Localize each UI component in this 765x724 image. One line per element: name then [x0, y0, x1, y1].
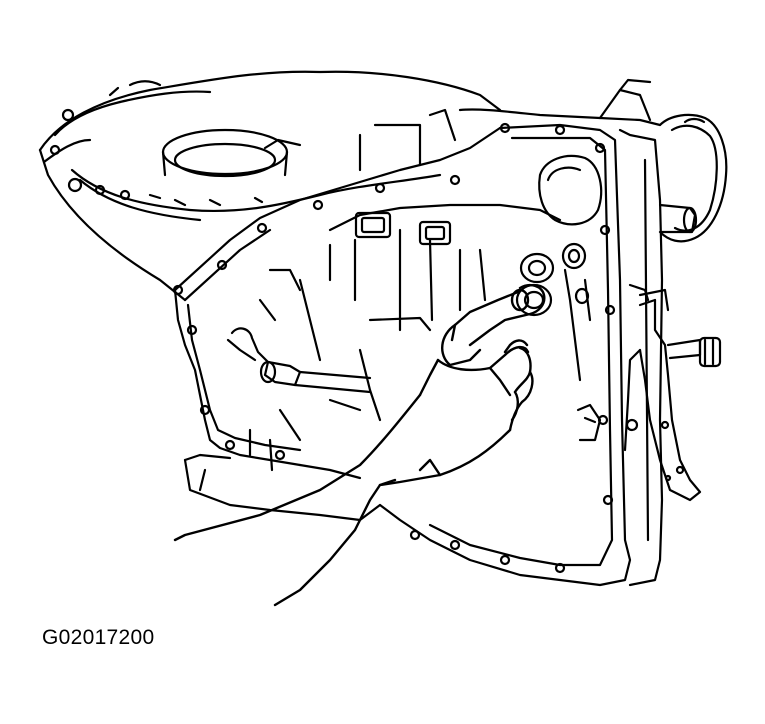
extension-housing: [623, 113, 728, 502]
transmission-case-body: [172, 78, 664, 587]
hand-with-tool: [173, 284, 546, 607]
converter-housing: [38, 70, 502, 302]
figure-code: G02017200: [42, 626, 155, 649]
shift-rod: [226, 327, 372, 394]
